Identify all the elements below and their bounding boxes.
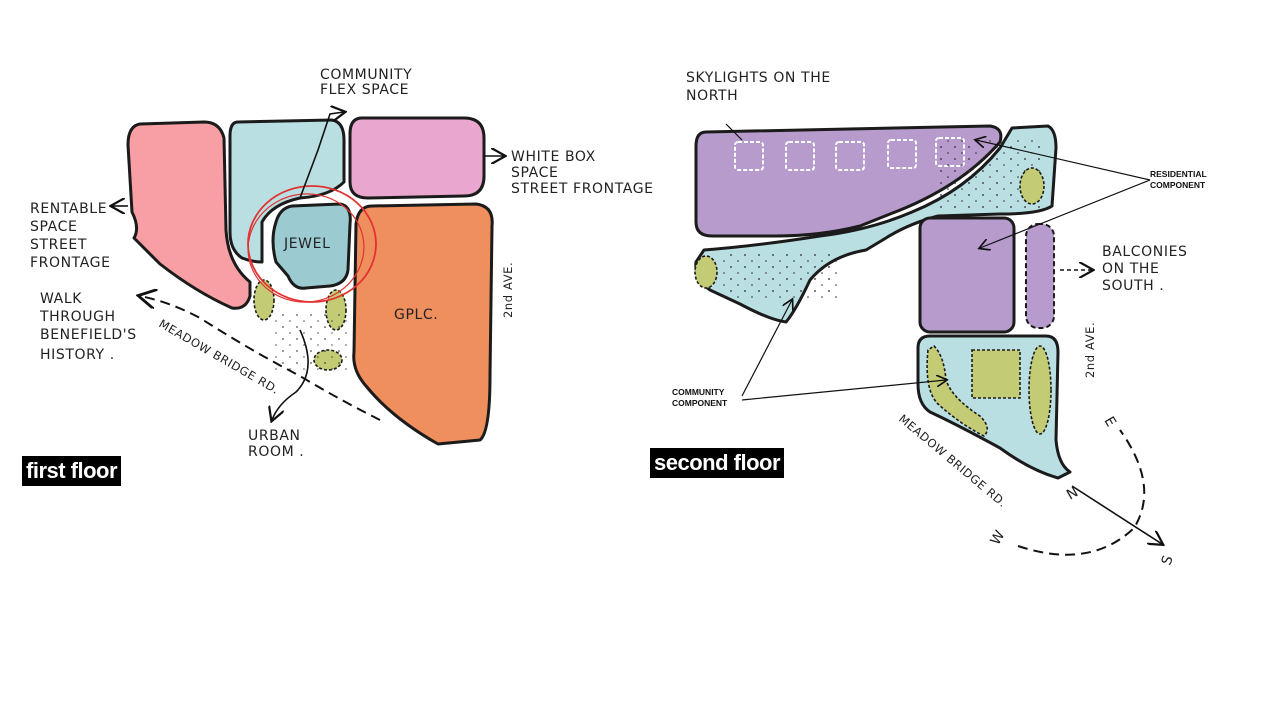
rentable-space-block	[126, 120, 252, 310]
white-box-block	[348, 116, 486, 200]
gplc-label: GPLC.	[394, 307, 438, 323]
white-box-label-2: SPACE	[511, 165, 558, 181]
walk-label-3: BENEFIELD'S	[40, 327, 137, 343]
plaza-dots	[270, 310, 350, 370]
community-flex-arrow	[299, 112, 344, 199]
jewel-label: JEWEL	[283, 236, 330, 252]
compass-n-label: N	[1064, 484, 1082, 503]
balconies-label-3: SOUTH .	[1102, 278, 1164, 294]
tree-cluster-6	[1028, 345, 1052, 435]
community-dots-2	[720, 250, 840, 300]
gplc-block	[352, 202, 494, 446]
rentable-label-2: SPACE	[30, 219, 77, 235]
tree-cluster-7	[926, 344, 988, 437]
tree-cluster-4	[1019, 167, 1045, 205]
first-floor-ave-label: 2nd AVE.	[501, 262, 515, 318]
compass-arc	[1017, 429, 1146, 556]
second-floor-label: second floor	[650, 448, 785, 478]
compass-line	[1071, 485, 1162, 544]
urban-room-label-2: ROOM .	[248, 444, 304, 460]
residential-label: RESIDENTIAL	[1150, 169, 1207, 179]
community-label-2: COMPONENT	[672, 398, 728, 408]
second-floor-plan: SKYLIGHTS ON THE NORTH RESIDENTIAL COMPO…	[672, 70, 1207, 567]
skylights-label-2: NORTH	[686, 88, 738, 104]
rentable-label-3: STREET	[30, 237, 87, 253]
community-label: COMMUNITY	[672, 387, 725, 397]
jewel-highlight-circle-2	[247, 193, 365, 303]
white-box-label-3: STREET FRONTAGE	[511, 181, 654, 197]
rentable-label-4: FRONTAGE	[30, 255, 111, 271]
compass-s-label: S	[1159, 553, 1177, 567]
walk-label-2: THROUGH	[39, 309, 116, 325]
skylights-label: SKYLIGHTS ON THE	[686, 70, 831, 86]
first-floor-plan: COMMUNITY FLEX SPACE WHITE BOX SPACE STR…	[30, 67, 654, 460]
balconies-label-2: ON THE	[1102, 261, 1159, 277]
residential-label-2: COMPONENT	[1150, 180, 1206, 190]
community-flex-label-2: FLEX SPACE	[320, 82, 409, 98]
balcony-strip	[1025, 223, 1055, 329]
compass-w-label: W	[988, 527, 1009, 548]
white-box-label: WHITE BOX	[511, 149, 596, 165]
second-floor-ave-label: 2nd AVE.	[1083, 322, 1097, 378]
rentable-label: RENTABLE	[30, 201, 107, 217]
urban-room-arrow	[272, 329, 309, 420]
residential-south-block	[918, 216, 1016, 334]
urban-room-label: URBAN	[248, 428, 301, 444]
jewel-block	[271, 202, 352, 290]
walk-label-4: HISTORY .	[40, 347, 115, 363]
tree-cluster-5	[694, 255, 718, 289]
balconies-label: BALCONIES	[1102, 244, 1188, 260]
compass-e-label: E	[1101, 414, 1120, 430]
garden-beds	[971, 349, 1021, 399]
community-flex-label: COMMUNITY	[320, 67, 412, 83]
pointer-arrows	[725, 123, 1151, 401]
walk-label: WALK	[40, 291, 82, 307]
first-floor-label: first floor	[22, 456, 122, 486]
